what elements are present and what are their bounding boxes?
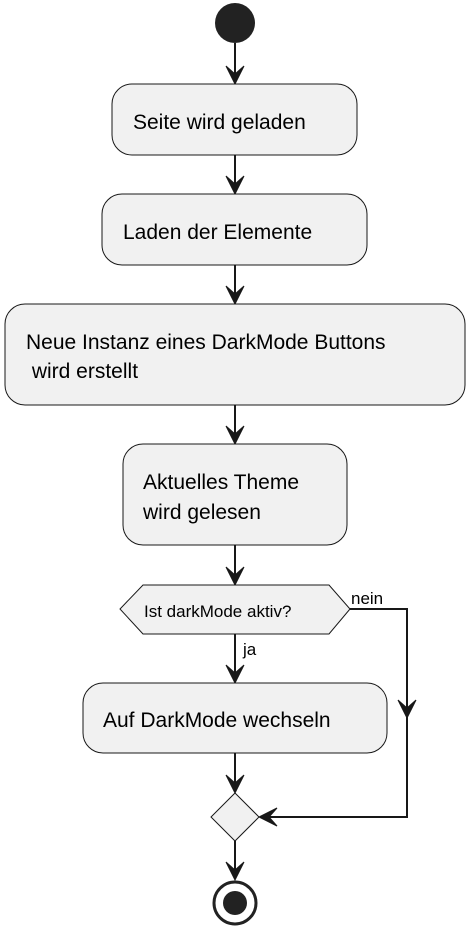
arrowhead-end [225, 861, 245, 882]
activity-new-instance: Neue Instanz eines DarkMode Buttons wird… [4, 303, 466, 406]
decision-darkmode-active: Ist darkMode aktiv? [119, 584, 351, 635]
merge-node [210, 792, 260, 842]
activity-read-theme: Aktuelles Theme wird gelesen [122, 443, 348, 546]
arrowhead-load-elements [225, 175, 245, 196]
arrowhead-switch-dark [225, 664, 245, 685]
branch-label-yes: ja [242, 640, 257, 659]
branch-label-no: nein [351, 589, 383, 608]
arrowhead-load-page [225, 65, 245, 86]
activity-new-instance-label-line-2: wird erstellt [26, 360, 138, 383]
arrowhead-no-branch-down [397, 699, 417, 720]
end-node [212, 880, 258, 926]
arrowhead-merge-side [257, 807, 278, 827]
activity-switch-darkmode: Auf DarkMode wechseln [82, 682, 388, 754]
arrowhead-decision [225, 566, 245, 587]
arrowhead-merge-top [225, 774, 245, 795]
activity-switch-darkmode-label: Auf DarkMode wechseln [103, 709, 331, 732]
activity-load-page: Seite wird geladen [111, 83, 358, 156]
activity-new-instance-label-line-1: Neue Instanz eines DarkMode Buttons [26, 331, 386, 354]
activity-load-elements: Laden der Elemente [101, 193, 368, 266]
activity-load-page-label: Seite wird geladen [133, 111, 306, 134]
arrowhead-new-instance [225, 285, 245, 306]
activity-read-theme-label-line-1: Aktuelles Theme [143, 471, 299, 494]
activity-read-theme-label-line-2: wird gelesen [142, 501, 261, 524]
edges [225, 43, 417, 882]
arrowhead-read-theme [225, 425, 245, 446]
activity-load-elements-label: Laden der Elemente [123, 221, 312, 244]
decision-darkmode-active-label: Ist darkMode aktiv? [144, 602, 291, 621]
start-node [215, 3, 255, 43]
